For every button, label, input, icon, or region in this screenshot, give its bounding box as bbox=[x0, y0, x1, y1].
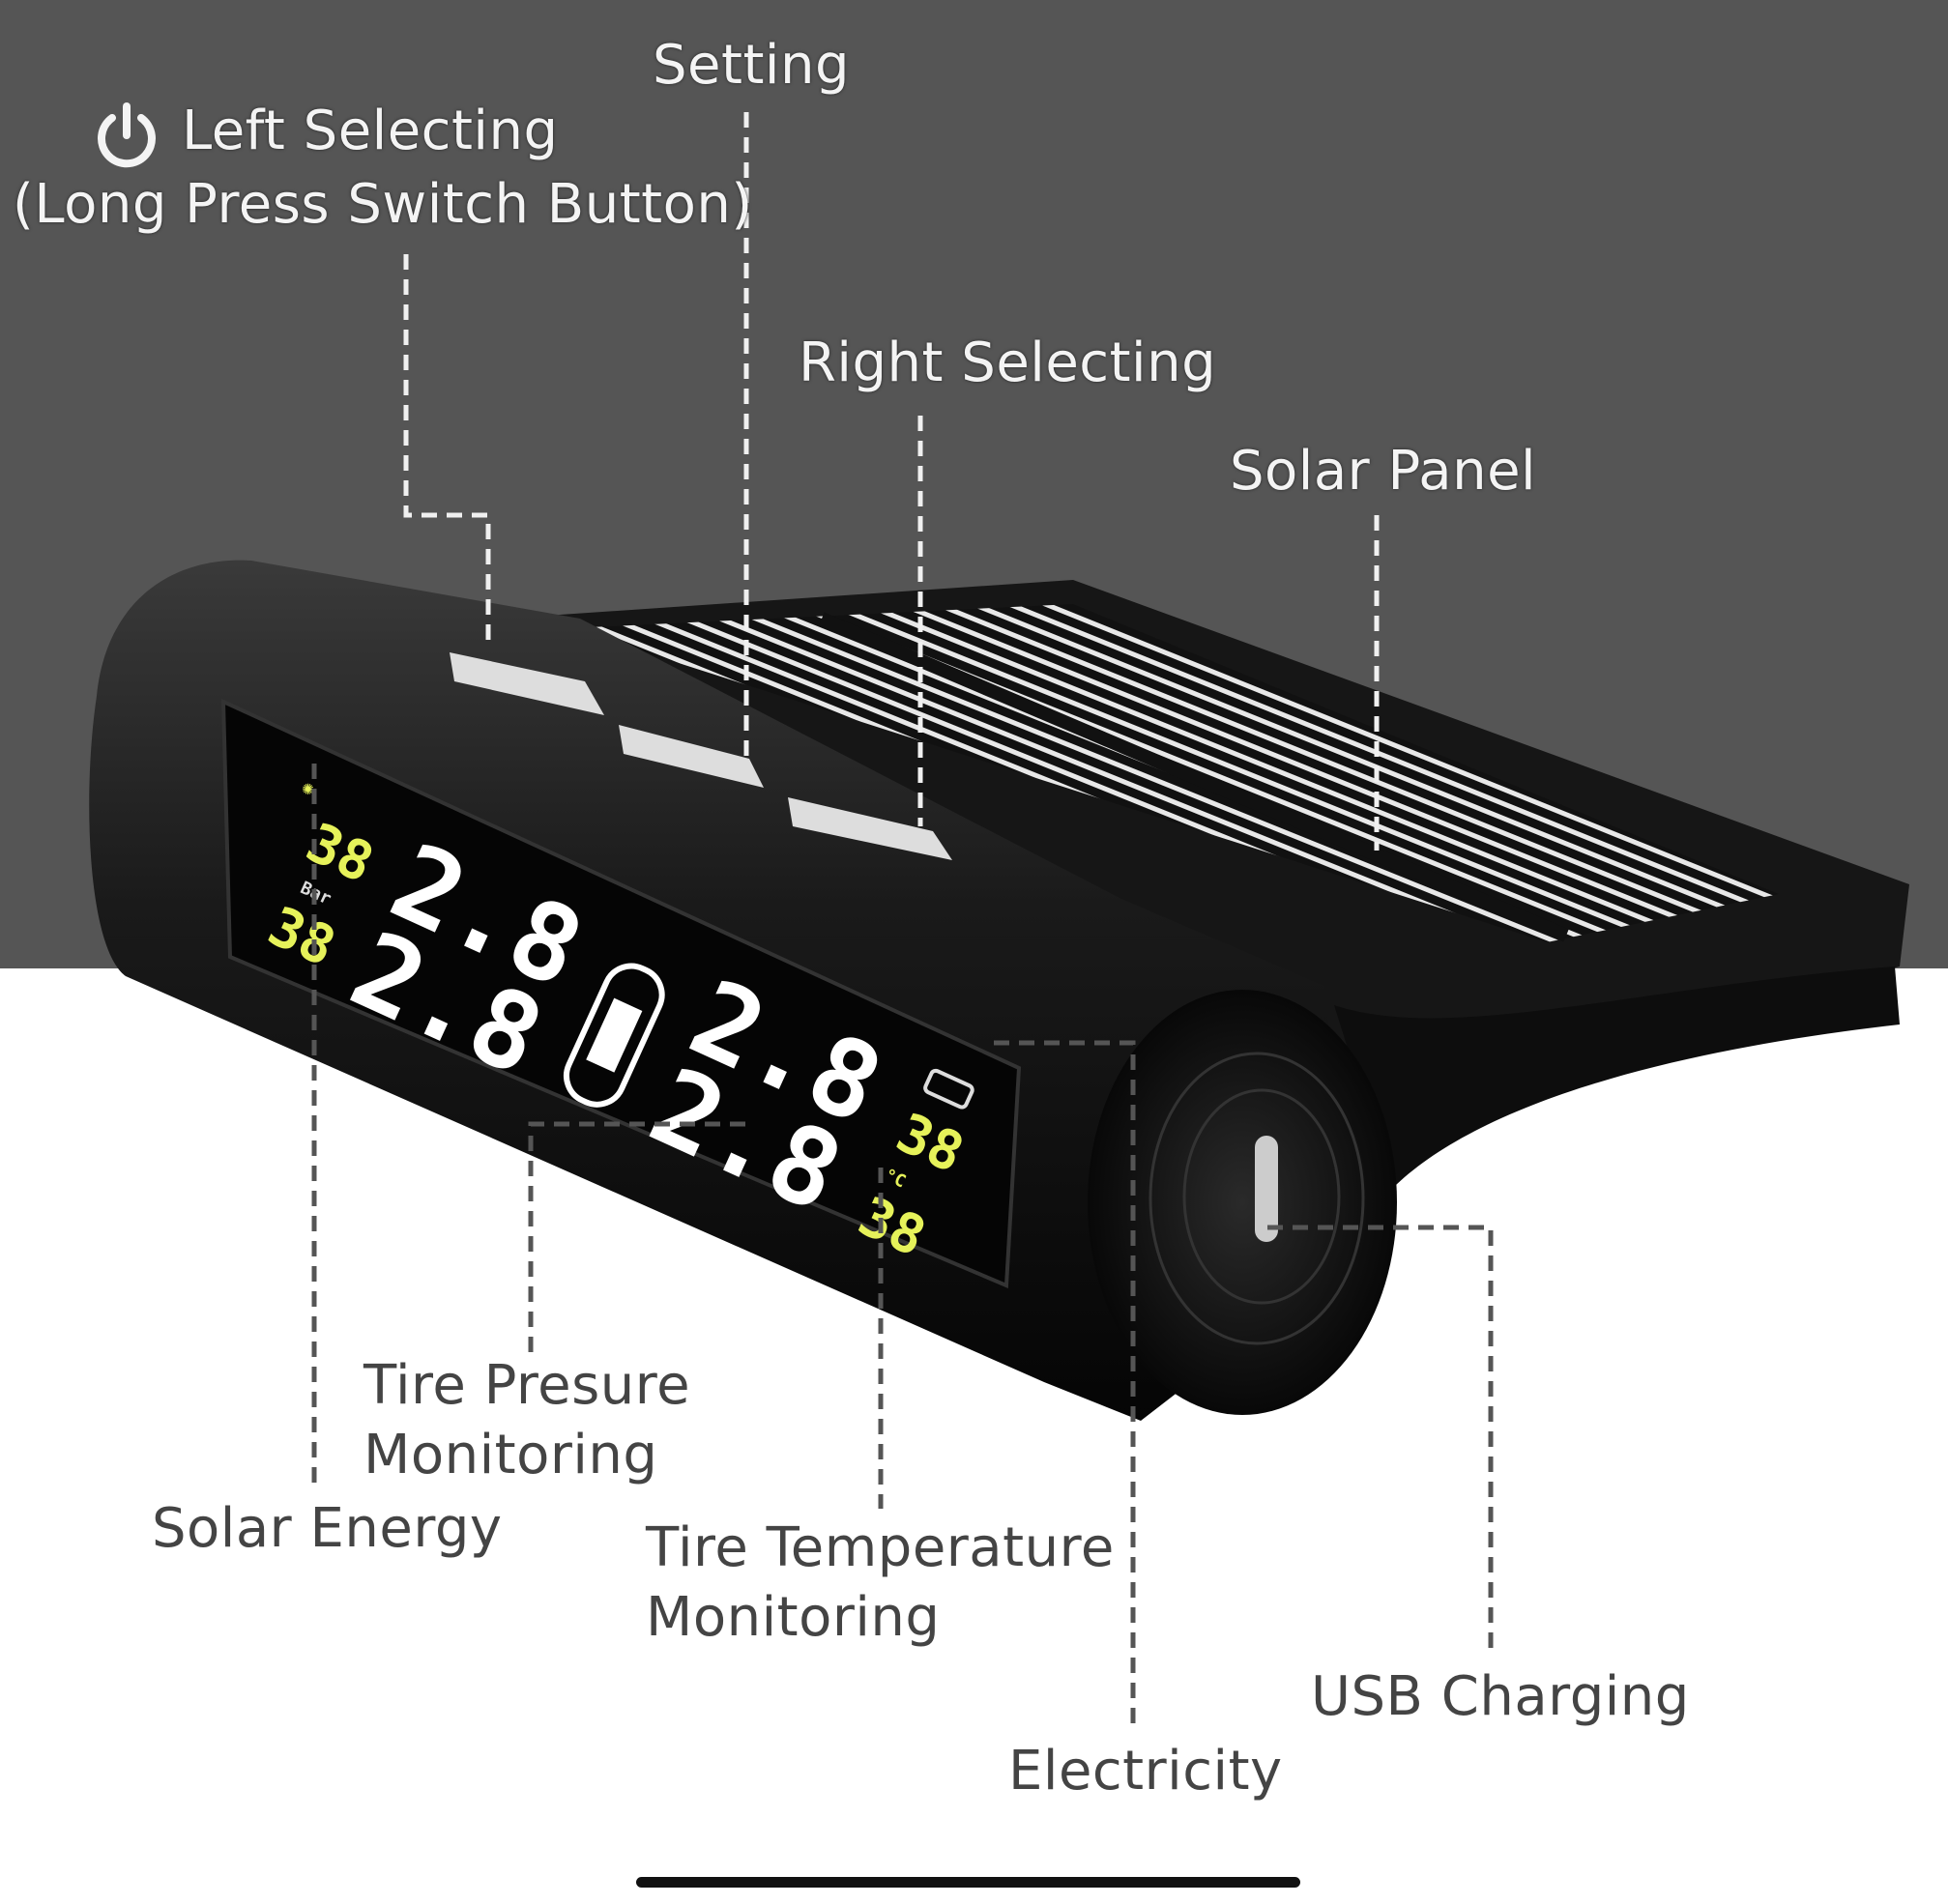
label-left-selecting: Left Selecting bbox=[93, 97, 559, 168]
label-usb-charging: USB Charging bbox=[1311, 1665, 1690, 1728]
car-icon bbox=[563, 963, 665, 1108]
usb-port[interactable] bbox=[1255, 1136, 1278, 1242]
label-tire-pressure-2: Monitoring bbox=[363, 1424, 658, 1486]
setting-button[interactable] bbox=[619, 725, 764, 788]
label-left-selecting-note: (Long Press Switch Button) bbox=[13, 173, 753, 236]
label-left-selecting-text: Left Selecting bbox=[182, 100, 559, 162]
label-electricity: Electricity bbox=[1008, 1740, 1283, 1803]
end-cap bbox=[1088, 990, 1397, 1415]
lcd-screen bbox=[220, 698, 1022, 1288]
battery-icon bbox=[923, 1068, 974, 1110]
stand bbox=[1334, 966, 1900, 1189]
left-selecting-button[interactable] bbox=[450, 652, 604, 715]
lcd-readout: ✺ 38 Bar 38 2.8 2.8 2.8 2.8 38 °C 38 bbox=[259, 775, 974, 1269]
label-solar-energy: Solar Energy bbox=[152, 1497, 503, 1560]
label-tire-pressure-1: Tire Presure bbox=[363, 1354, 691, 1417]
label-setting: Setting bbox=[653, 34, 851, 97]
label-tire-temp-2: Monitoring bbox=[646, 1586, 941, 1649]
label-tire-temp-1: Tire Temperature bbox=[646, 1516, 1115, 1579]
power-icon bbox=[98, 101, 156, 168]
label-solar-panel: Solar Panel bbox=[1230, 440, 1537, 503]
leader-lines bbox=[311, 112, 1494, 1732]
solar-panel bbox=[503, 580, 1909, 1092]
home-indicator[interactable] bbox=[636, 1877, 1300, 1888]
right-selecting-button[interactable] bbox=[788, 797, 952, 860]
label-right-selecting: Right Selecting bbox=[799, 332, 1217, 394]
